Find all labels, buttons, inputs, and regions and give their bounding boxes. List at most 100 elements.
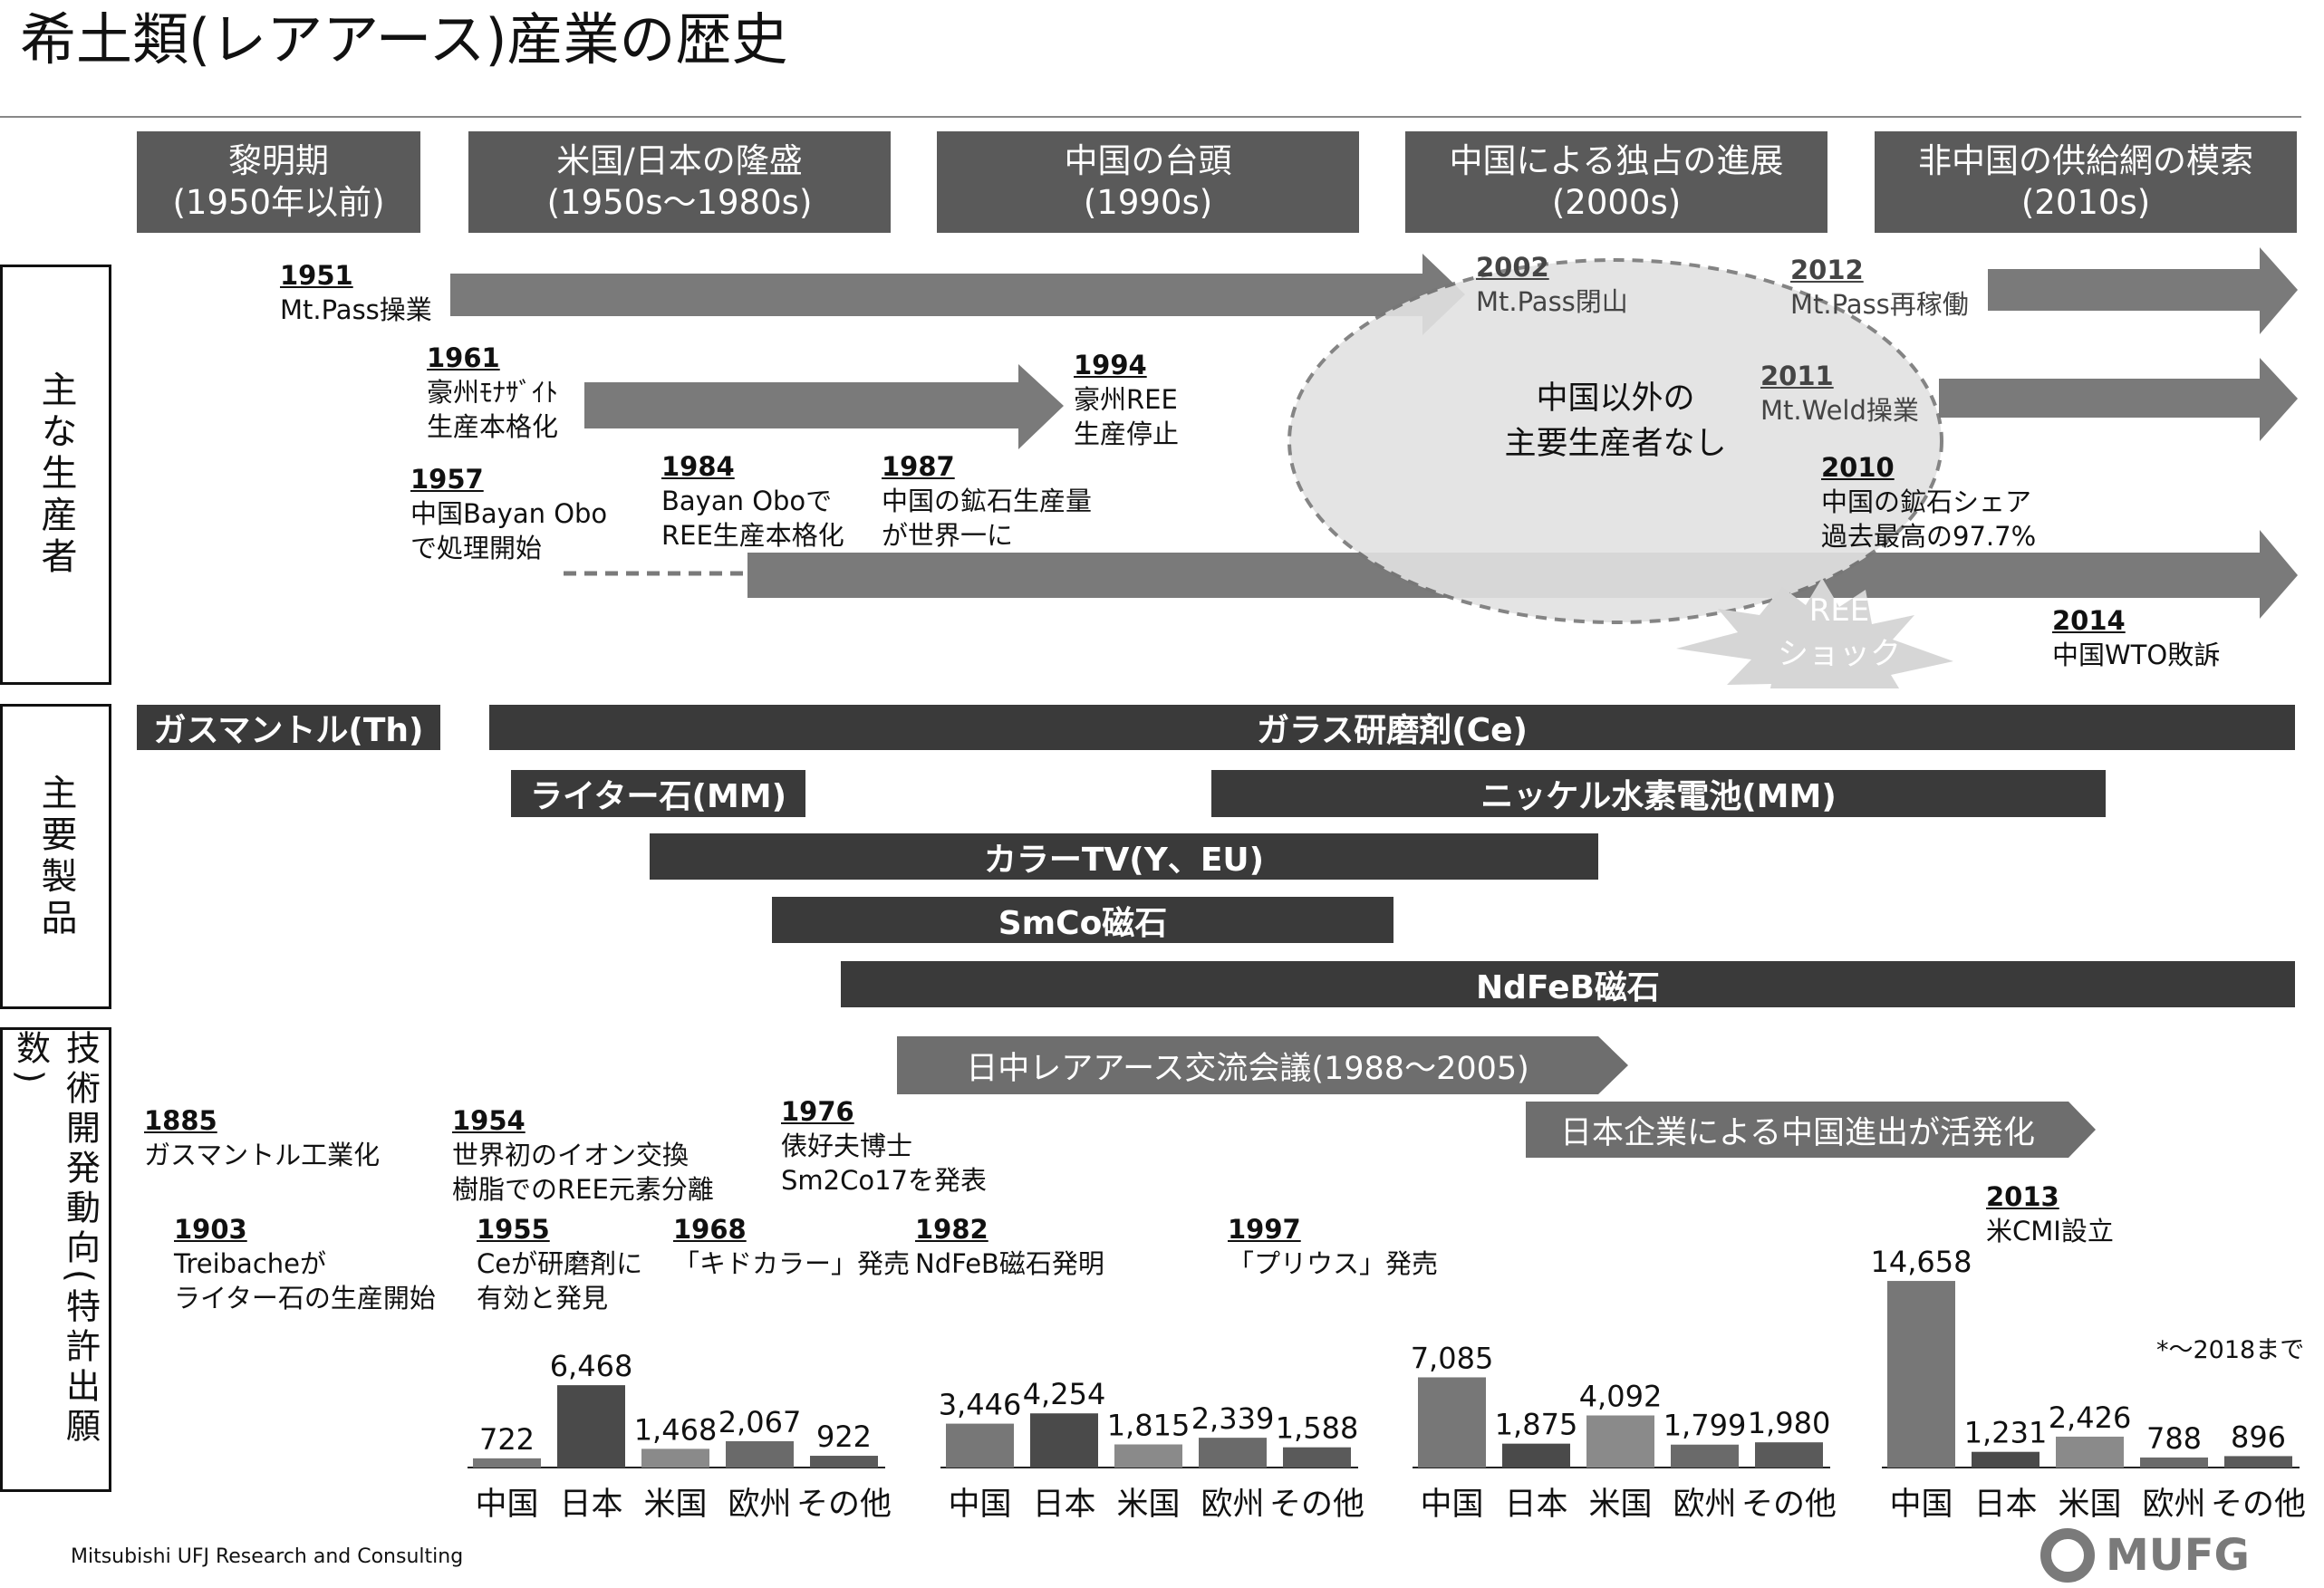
event-text: 「プリウス」発売 bbox=[1228, 1248, 1439, 1279]
product-bar-color-tv: カラーTV(Y、EU) bbox=[650, 833, 1598, 880]
chart-value-label: 1,231 bbox=[1964, 1416, 2048, 1450]
exchange-conference-label: 日中レアアース交流会議(1988〜2005) bbox=[966, 1050, 1529, 1087]
producer-event: 1961 豪州ﾓﾅｻﾞｲﾄ 生産本格化 bbox=[427, 341, 558, 444]
event-year: 1885 bbox=[144, 1105, 217, 1136]
chart-bar bbox=[1418, 1377, 1486, 1468]
chart-bar bbox=[2224, 1456, 2292, 1468]
era-period: (2000s) bbox=[1551, 183, 1682, 222]
event-text: 中国WTO敗訴 bbox=[2052, 640, 2221, 670]
chart-category-label: 中国 bbox=[1420, 1487, 1483, 1523]
event-text: Treibacheが ライター石の生産開始 bbox=[174, 1248, 436, 1314]
era-name: 中国の台頭 bbox=[1064, 141, 1232, 180]
event-year: 1954 bbox=[452, 1105, 526, 1136]
event-text: NdFeB磁石発明 bbox=[915, 1248, 1104, 1279]
event-text: 世界初のイオン交換 樹脂でのREE元素分離 bbox=[452, 1140, 714, 1205]
tech-event: 1954 世界初のイオン交換 樹脂でのREE元素分離 bbox=[452, 1103, 714, 1207]
event-text: Mt.Pass再稼働 bbox=[1790, 289, 1969, 320]
era-period: (1950s〜1980s) bbox=[546, 183, 813, 222]
event-year: 1957 bbox=[410, 464, 484, 495]
chart-bar bbox=[557, 1385, 625, 1468]
mufg-logo-ring-icon bbox=[2040, 1528, 2095, 1583]
chart-value-label: 896 bbox=[2231, 1420, 2286, 1454]
event-year: 1951 bbox=[280, 260, 353, 291]
event-text: 中国の鉱石シェア 過去最高の97.7% bbox=[1821, 486, 2037, 552]
event-year: 2010 bbox=[1821, 452, 1895, 483]
event-year: 1961 bbox=[427, 342, 500, 373]
japan-expansion-label: 日本企業による中国進出が活発化 bbox=[1560, 1114, 2035, 1151]
mtpass-arrow-2 bbox=[1988, 247, 2298, 334]
chart-category-label: 中国 bbox=[475, 1487, 538, 1523]
event-text: 豪州ﾓﾅｻﾞｲﾄ 生産本格化 bbox=[427, 377, 559, 442]
chart-bar bbox=[1972, 1451, 2040, 1468]
event-year: 1903 bbox=[174, 1214, 247, 1245]
chart-value-label: 4,092 bbox=[1579, 1380, 1663, 1414]
event-year: 1987 bbox=[882, 451, 955, 482]
chart-value-label: 788 bbox=[2146, 1421, 2202, 1456]
tech-event: 1885 ガスマントル工業化 bbox=[144, 1103, 380, 1172]
event-year: 1955 bbox=[477, 1214, 550, 1245]
era-period: (1990s) bbox=[1083, 183, 1213, 222]
era-period: (2010s) bbox=[2020, 183, 2151, 222]
era-name: 非中国の供給網の模索 bbox=[1918, 141, 2253, 180]
era-header-china-rise: 中国の台頭 (1990s) bbox=[937, 131, 1359, 233]
chart-bar bbox=[641, 1448, 709, 1468]
title-divider bbox=[0, 116, 2301, 118]
event-year: 1976 bbox=[781, 1096, 854, 1127]
exchange-conference-banner bbox=[897, 1036, 1628, 1094]
chart-value-label: 4,254 bbox=[1023, 1377, 1106, 1411]
chart-bar bbox=[810, 1456, 878, 1468]
event-year: 2011 bbox=[1760, 361, 1834, 391]
chart-value-label: 2,067 bbox=[718, 1405, 802, 1439]
chart-bar bbox=[1586, 1415, 1654, 1468]
event-text: 中国Bayan Obo で処理開始 bbox=[410, 498, 608, 563]
chart-category-label: その他 bbox=[796, 1487, 892, 1523]
event-year: 1968 bbox=[673, 1214, 747, 1245]
event-text: ガスマントル工業化 bbox=[144, 1140, 381, 1170]
australia-arrow bbox=[584, 364, 1064, 449]
product-bar-nimh-battery: ニッケル水素電池(MM) bbox=[1211, 770, 2106, 817]
event-year: 1997 bbox=[1228, 1214, 1301, 1245]
chart-bar bbox=[946, 1423, 1014, 1468]
ree-shock-label: REE ショック bbox=[1778, 592, 1901, 672]
chart-category-label: その他 bbox=[1741, 1487, 1837, 1523]
chart-category-label: 欧州 bbox=[1673, 1487, 1736, 1523]
chart-value-label: 6,468 bbox=[550, 1349, 633, 1383]
chart-category-label: 欧州 bbox=[728, 1487, 791, 1523]
chart-category-label: 米国 bbox=[1588, 1487, 1652, 1523]
chart-bar bbox=[1755, 1442, 1823, 1468]
no-producer-ellipse bbox=[1287, 258, 1943, 624]
chart-bar bbox=[726, 1440, 794, 1468]
chart-value-label: 14,658 bbox=[1871, 1245, 1972, 1279]
mufg-logo: MUFG bbox=[2039, 1526, 2250, 1584]
event-text: 中国の鉱石生産量 が世界一に bbox=[882, 486, 1093, 551]
chart-category-label: 日本 bbox=[559, 1487, 622, 1523]
chart-category-label: 米国 bbox=[1116, 1487, 1180, 1523]
chart-value-label: 922 bbox=[816, 1420, 872, 1454]
event-year: 1984 bbox=[661, 451, 735, 482]
chart-category-label: 米国 bbox=[643, 1487, 707, 1523]
section-label-tech: 技術開発動向(特許出願数) bbox=[0, 1027, 111, 1492]
chart-bar bbox=[2056, 1436, 2124, 1468]
japan-expansion-banner bbox=[1526, 1102, 2096, 1158]
banner-arrows bbox=[897, 1036, 2096, 1158]
event-text: 俵好夫博士 Sm2Co17を発表 bbox=[781, 1131, 988, 1196]
chart-value-label: 7,085 bbox=[1411, 1341, 1494, 1375]
product-bar-lighter-flint: ライター石(MM) bbox=[511, 770, 805, 817]
event-text: Mt.Pass閉山 bbox=[1476, 286, 1628, 317]
product-bar-ndfeb: NdFeB磁石 bbox=[841, 961, 2295, 1007]
chart-value-label: 3,446 bbox=[939, 1388, 1022, 1422]
event-year: 2012 bbox=[1790, 255, 1864, 285]
chart-bar bbox=[1502, 1443, 1570, 1468]
event-year: 2013 bbox=[1986, 1181, 2059, 1212]
